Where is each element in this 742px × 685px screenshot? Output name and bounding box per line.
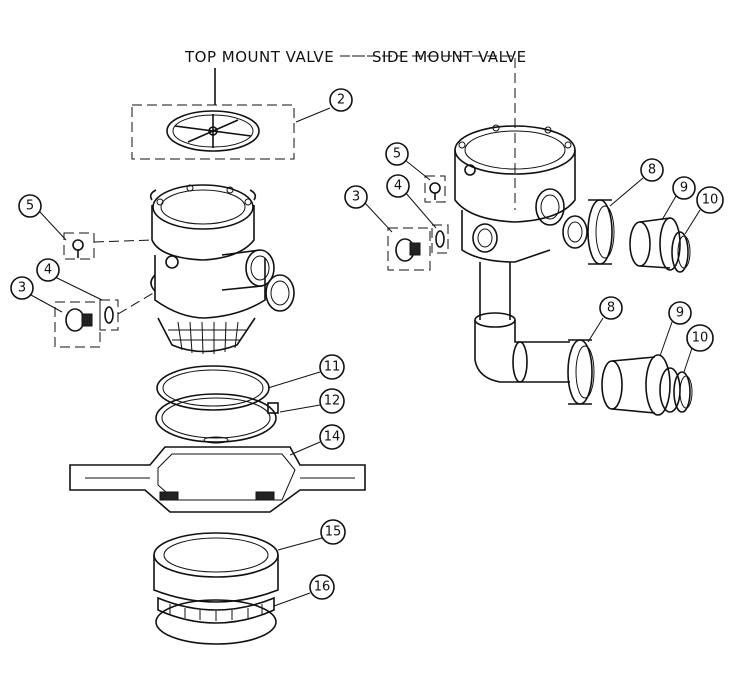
callout-label: 5	[26, 199, 34, 214]
callout-label: 8	[648, 163, 656, 178]
callout-top-14: 14	[289, 424, 345, 456]
part-5-fitting	[63, 232, 153, 260]
side-part-5-fitting	[424, 175, 446, 203]
callout-label: 3	[18, 281, 26, 296]
callout-side-4: 4	[386, 174, 437, 229]
callout-top-15: 15	[277, 519, 346, 551]
callout-label: 16	[314, 580, 331, 595]
callout-label: 11	[324, 360, 341, 375]
heading-leaders	[214, 55, 516, 210]
part-14-bracket	[69, 436, 366, 513]
part-12-clamp	[155, 393, 279, 443]
side-mount-assembly: 5 4 3 8 9 10 8	[344, 124, 724, 416]
callout-side-5: 5	[385, 142, 431, 181]
callout-label: 5	[393, 147, 401, 162]
heading-top-mount-valve: TOP MOUNT VALVE	[184, 48, 334, 66]
callout-label: 4	[394, 179, 402, 194]
callout-top-16: 16	[273, 574, 335, 607]
callout-label: 9	[680, 181, 688, 196]
side-lower-union	[567, 339, 693, 416]
callout-side-8-upper: 8	[609, 158, 664, 207]
callout-top-4: 4	[36, 258, 103, 301]
part-2-lid	[131, 104, 295, 160]
heading-side-mount-valve: SIDE MOUNT VALVE	[372, 48, 527, 66]
callout-side-3: 3	[344, 185, 393, 233]
callout-label: 2	[337, 93, 345, 108]
callout-side-9-lower: 9	[659, 301, 692, 357]
callout-top-11: 11	[267, 354, 345, 389]
side-upper-union	[587, 199, 691, 273]
callout-label: 10	[692, 331, 709, 346]
valve-housing	[149, 184, 295, 355]
callout-label: 12	[324, 394, 341, 409]
part-16-gasket	[155, 596, 277, 645]
callout-label: 4	[44, 263, 52, 278]
side-part-4-oring	[431, 224, 449, 254]
callout-label: 10	[702, 193, 719, 208]
callout-side-10-lower: 10	[683, 324, 714, 373]
side-valve-housing	[454, 124, 588, 263]
part-4-oring	[99, 299, 119, 331]
callout-top-5: 5	[18, 194, 67, 241]
callout-top-3: 3	[10, 276, 63, 313]
callout-side-10-upper: 10	[684, 186, 724, 235]
callout-label: 3	[352, 190, 360, 205]
callout-side-9-upper: 9	[661, 176, 696, 221]
part-15-union	[153, 532, 279, 603]
callout-top-12: 12	[279, 388, 345, 414]
side-part-3-plug	[387, 227, 431, 271]
callout-label: 9	[676, 306, 684, 321]
callout-label: 14	[324, 430, 341, 445]
callout-top-2: 2	[295, 88, 353, 123]
part-3-plug	[54, 291, 156, 348]
pipe-elbow	[474, 262, 570, 383]
callout-side-8-lower: 8	[587, 296, 623, 343]
callout-label: 15	[325, 525, 342, 540]
callout-label: 8	[607, 301, 615, 316]
top-mount-assembly: 2 5 4 3 11 12 14	[10, 88, 366, 645]
